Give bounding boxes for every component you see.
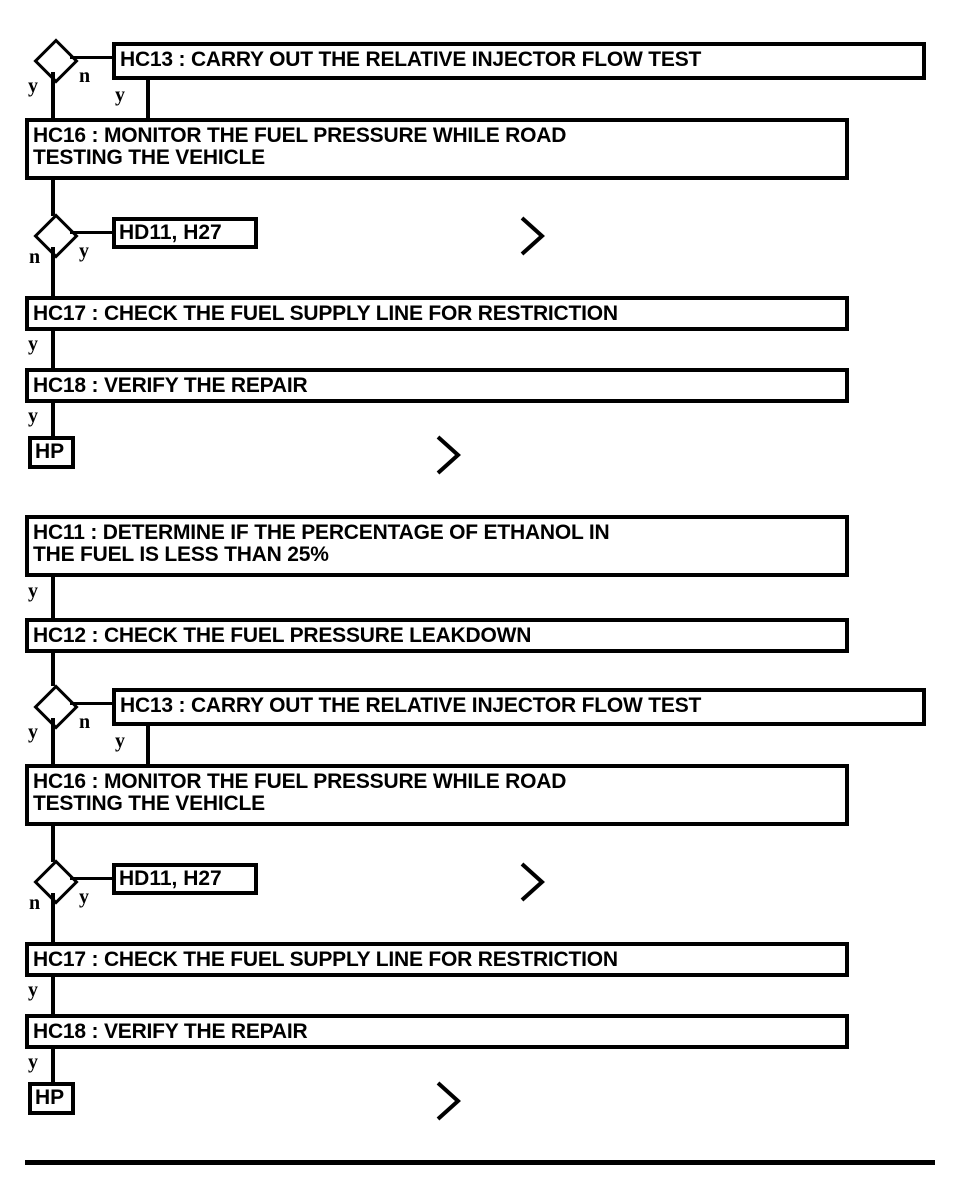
continuation-chevron-icon-a1 [518, 214, 548, 258]
edge-label-d2-no: n [29, 246, 41, 268]
edge-label-d1-no: n [79, 65, 91, 87]
continuation-chevron-icon-a2 [434, 433, 464, 477]
step-box-hc13-a[interactable]: HC13 : CARRY OUT THE RELATIVE INJECTOR F… [112, 42, 926, 80]
terminal-box-hp-b[interactable]: HP [28, 1082, 75, 1115]
edge-label-hc18-b-yes: y [28, 1051, 38, 1073]
connector-d4-to-ref [70, 877, 114, 880]
edge-label-hc18-a-yes: y [28, 405, 38, 427]
connector-d3-to-hc13 [70, 702, 114, 705]
reference-box-hd11-h27-b[interactable]: HD11, H27 [112, 863, 258, 895]
step-box-hc17-a[interactable]: HC17 : CHECK THE FUEL SUPPLY LINE FOR RE… [25, 296, 849, 331]
connector-d1-yes-down [51, 72, 55, 118]
connector-hc12-down [51, 653, 55, 686]
connector-hc18-b-down [51, 1049, 55, 1082]
edge-label-hc13-a-yes: y [115, 84, 125, 106]
edge-label-hc17-b-yes: y [28, 979, 38, 1001]
connector-hc18-a-down [51, 403, 55, 436]
diamond-shape [33, 684, 79, 730]
connector-d2-to-ref [70, 231, 114, 234]
diamond-shape [33, 859, 79, 905]
step-box-hc18-b[interactable]: HC18 : VERIFY THE REPAIR [25, 1014, 849, 1049]
step-box-hc17-b[interactable]: HC17 : CHECK THE FUEL SUPPLY LINE FOR RE… [25, 942, 849, 977]
step-box-hc16-a[interactable]: HC16 : MONITOR THE FUEL PRESSURE WHILE R… [25, 118, 849, 180]
connector-hc16-a-down [51, 180, 55, 216]
continuation-chevron-icon-b1 [518, 860, 548, 904]
edge-label-d1-yes: y [28, 75, 38, 97]
page-bottom-rule [25, 1160, 935, 1165]
step-box-hc13-b[interactable]: HC13 : CARRY OUT THE RELATIVE INJECTOR F… [112, 688, 926, 726]
connector-d2-no-down [51, 247, 55, 297]
connector-d3-yes-down [51, 718, 55, 764]
connector-hc13-a-down [146, 80, 150, 118]
continuation-chevron-icon-b2 [434, 1079, 464, 1123]
connector-hc11-down [51, 577, 55, 618]
step-box-hc16-b[interactable]: HC16 : MONITOR THE FUEL PRESSURE WHILE R… [25, 764, 849, 826]
connector-hc17-b-down [51, 977, 55, 1014]
diamond-shape [33, 213, 79, 259]
connector-hc16-b-down [51, 826, 55, 862]
step-box-hc12[interactable]: HC12 : CHECK THE FUEL PRESSURE LEAKDOWN [25, 618, 849, 653]
edge-label-hc11-yes: y [28, 580, 38, 602]
diamond-shape [33, 38, 79, 84]
edge-label-d4-yes: y [79, 886, 89, 908]
step-box-hc11[interactable]: HC11 : DETERMINE IF THE PERCENTAGE OF ET… [25, 515, 849, 577]
edge-label-hc13-b-yes: y [115, 730, 125, 752]
connector-d1-to-hc13 [70, 56, 114, 59]
edge-label-d2-yes: y [79, 240, 89, 262]
step-box-hc18-a[interactable]: HC18 : VERIFY THE REPAIR [25, 368, 849, 403]
edge-label-hc17-a-yes: y [28, 333, 38, 355]
reference-box-hd11-h27-a[interactable]: HD11, H27 [112, 217, 258, 249]
terminal-box-hp-a[interactable]: HP [28, 436, 75, 469]
edge-label-d3-yes: y [28, 721, 38, 743]
connector-hc13-b-down [146, 726, 150, 764]
edge-label-d3-no: n [79, 711, 91, 733]
edge-label-d4-no: n [29, 892, 41, 914]
connector-hc17-a-down [51, 331, 55, 368]
connector-d4-no-down [51, 893, 55, 943]
